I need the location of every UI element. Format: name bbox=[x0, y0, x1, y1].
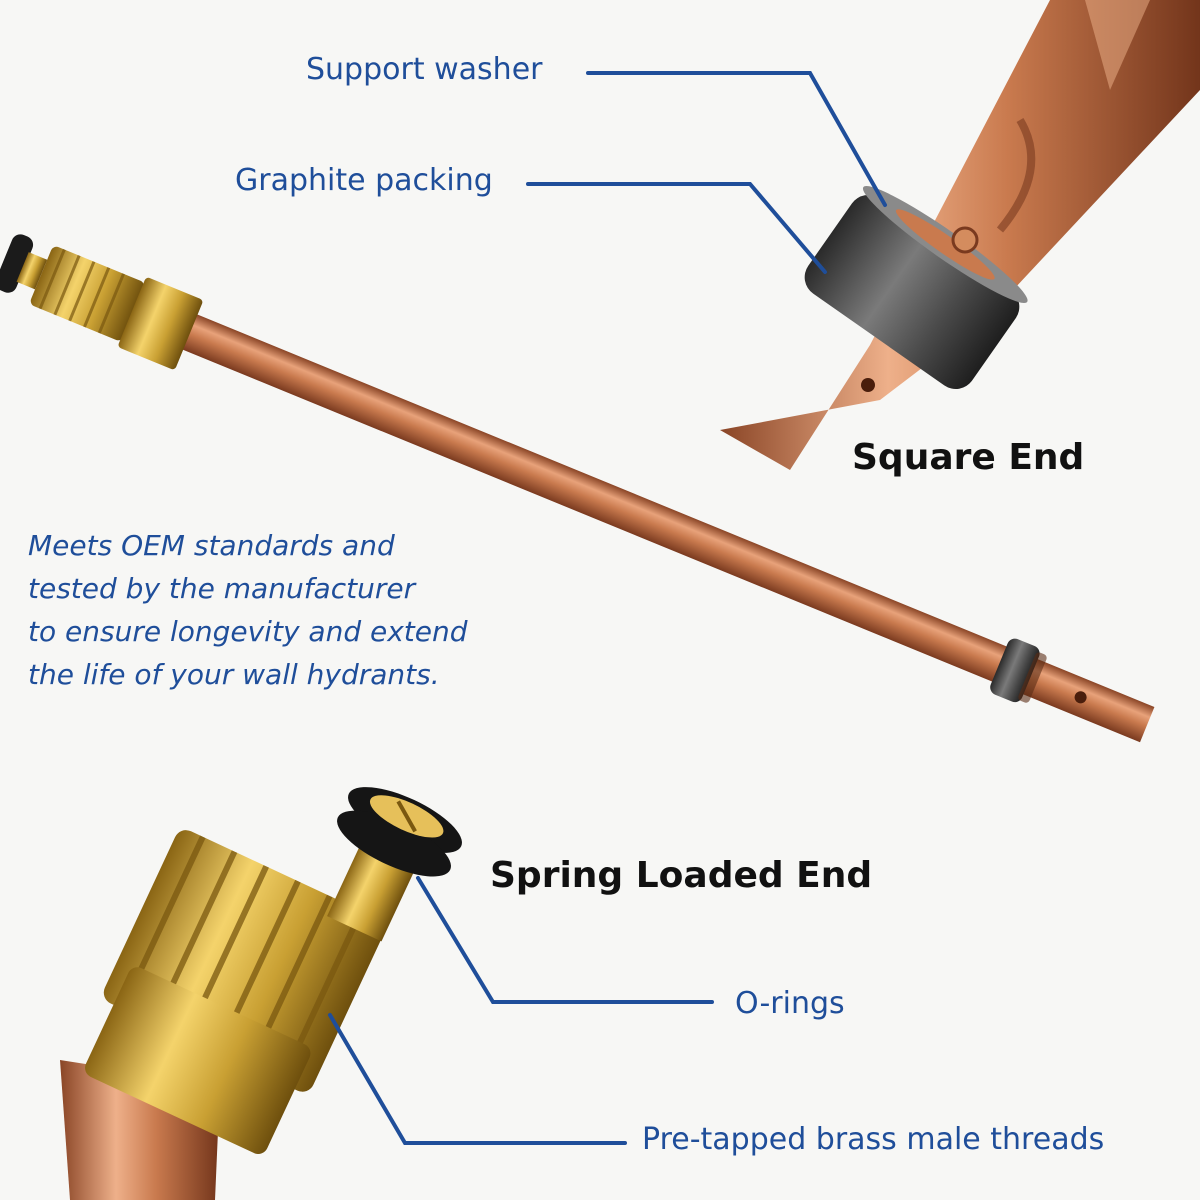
o-ring-lower bbox=[337, 810, 451, 877]
brass-collar bbox=[85, 967, 311, 1154]
support-washer-label: Support washer bbox=[306, 52, 543, 87]
copper-stem bbox=[177, 312, 1155, 743]
brass-threads-label: Pre-tapped brass male threads bbox=[642, 1122, 1105, 1157]
o-rings-label: O-rings bbox=[735, 986, 845, 1021]
o-ring-small bbox=[0, 234, 34, 293]
description-line: the life of your wall hydrants. bbox=[28, 658, 440, 691]
description-line: to ensure longevity and extend bbox=[28, 615, 468, 648]
brass-threads-small bbox=[30, 246, 144, 341]
product-description: Meets OEM standards and tested by the ma… bbox=[28, 524, 568, 696]
graphite-packing-leader bbox=[526, 182, 827, 274]
support-washer bbox=[804, 194, 1020, 390]
description-line: tested by the manufacturer bbox=[28, 572, 416, 605]
brass-collar-small bbox=[118, 277, 203, 370]
graphite-packing-label: Graphite packing bbox=[235, 163, 493, 198]
support-washer-leader bbox=[586, 71, 887, 207]
support-washer-small bbox=[990, 638, 1040, 703]
stem-pin bbox=[951, 226, 979, 254]
full-stem-assembly bbox=[0, 234, 1155, 743]
brass-threads-leader bbox=[328, 1013, 627, 1145]
spring-loaded-end-heading: Spring Loaded End bbox=[490, 855, 873, 896]
description-line: Meets OEM standards and bbox=[28, 529, 395, 562]
stem-hole bbox=[1074, 691, 1087, 704]
square-end-closeup bbox=[720, 0, 1200, 470]
o-rings-leader bbox=[416, 876, 714, 1004]
square-end-heading: Square End bbox=[852, 437, 1085, 478]
spring-loaded-end-closeup bbox=[60, 787, 462, 1200]
